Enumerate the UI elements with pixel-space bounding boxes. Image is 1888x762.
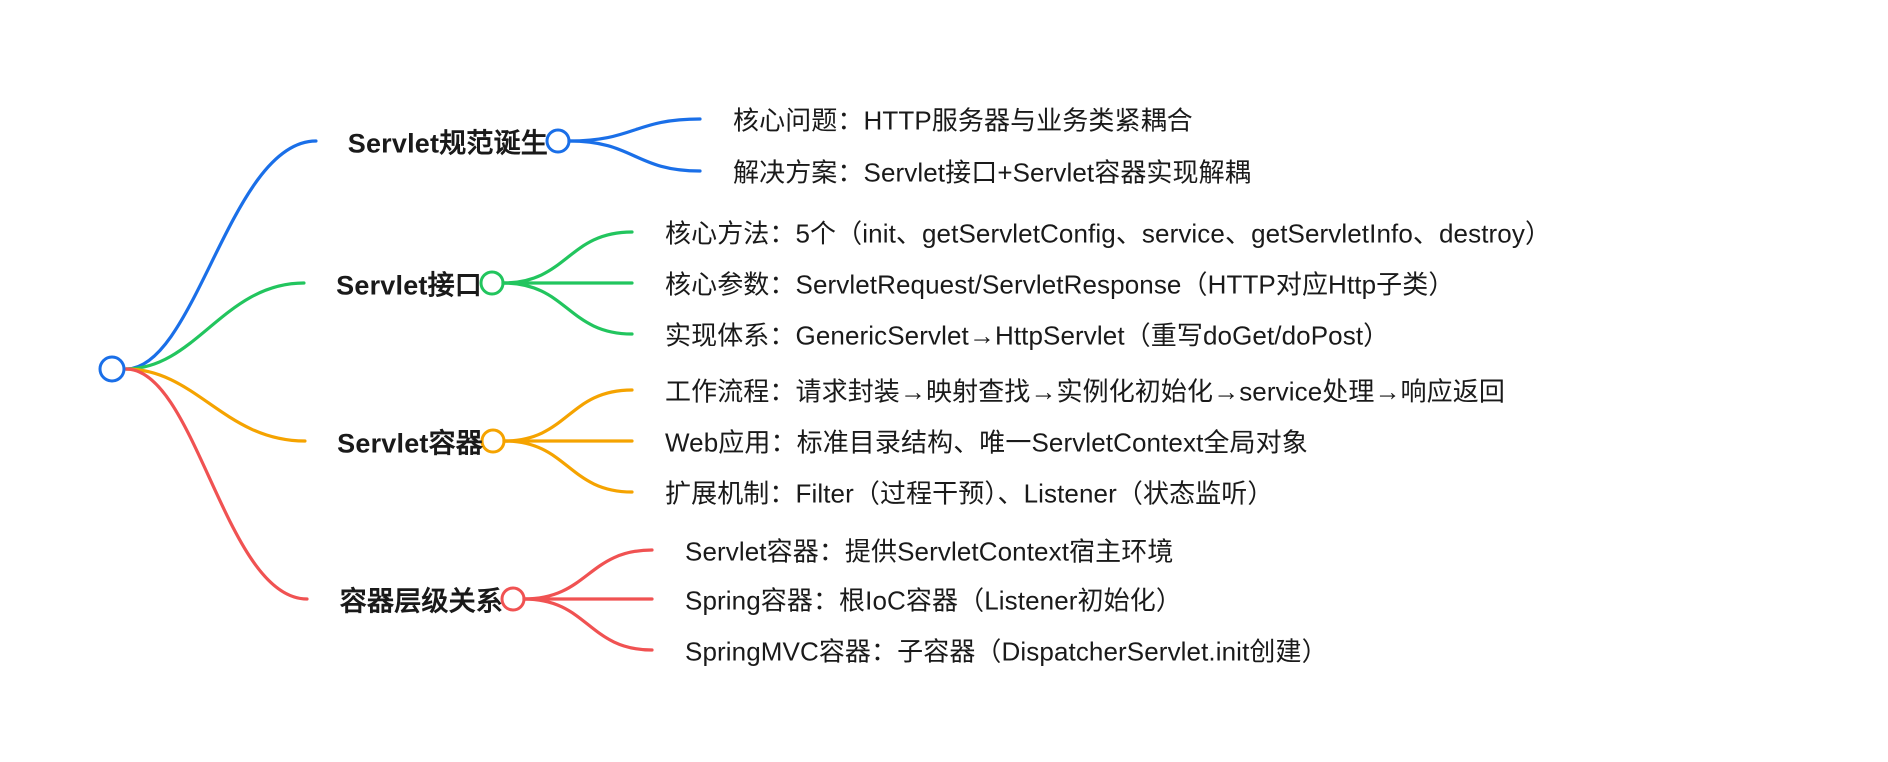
branch-label-branch-servlet-spec[interactable]: Servlet规范诞生 <box>347 128 548 159</box>
root-node[interactable] <box>98 355 126 383</box>
branch-node-branch-servlet-spec[interactable] <box>545 128 571 154</box>
leaf-edge-branch-servlet-container-2 <box>502 439 634 494</box>
leaf-label-branch-servlet-interface-2[interactable]: 实现体系：GenericServlet→HttpServlet（重写doGet/… <box>665 320 1390 351</box>
branch-node-branch-container-hierarchy[interactable] <box>500 586 526 612</box>
branch-label-branch-container-hierarchy[interactable]: 容器层级关系 <box>339 586 503 617</box>
branch-label-branch-servlet-container[interactable]: Servlet容器 <box>337 428 483 459</box>
leaf-edge-branch-servlet-interface-2 <box>501 281 634 336</box>
branch-edge-branch-servlet-spec <box>124 139 318 371</box>
branch-edge-branch-container-hierarchy <box>124 367 309 601</box>
branch-node-branch-servlet-container[interactable] <box>480 428 506 454</box>
leaf-edge-branch-servlet-spec-0 <box>567 117 702 143</box>
branch-node-branch-servlet-interface[interactable] <box>479 270 505 296</box>
leaf-label-branch-servlet-spec-1[interactable]: 解决方案：Servlet接口+Servlet容器实现解耦 <box>733 157 1251 188</box>
leaf-label-branch-container-hierarchy-1[interactable]: Spring容器：根IoC容器（Listener初始化） <box>685 585 1182 616</box>
leaf-label-branch-servlet-container-0[interactable]: 工作流程：请求封装→映射查找→实例化初始化→service处理→响应返回 <box>665 376 1505 407</box>
leaf-edge-branch-container-hierarchy-2 <box>522 597 654 652</box>
leaf-label-branch-servlet-spec-0[interactable]: 核心问题：HTTP服务器与业务类紧耦合 <box>733 105 1193 136</box>
leaf-label-branch-servlet-container-1[interactable]: Web应用：标准目录结构、唯一ServletContext全局对象 <box>665 427 1308 458</box>
branch-edge-branch-servlet-interface <box>124 281 306 371</box>
leaf-edge-branch-container-hierarchy-0 <box>522 548 654 601</box>
branch-label-branch-servlet-interface[interactable]: Servlet接口 <box>336 270 482 301</box>
leaf-label-branch-container-hierarchy-2[interactable]: SpringMVC容器：子容器（DispatcherServlet.init创建… <box>685 636 1328 667</box>
leaf-edge-branch-servlet-spec-1 <box>567 139 702 173</box>
leaf-label-branch-servlet-interface-0[interactable]: 核心方法：5个（init、getServletConfig、service、ge… <box>665 218 1552 249</box>
leaf-edge-branch-servlet-interface-0 <box>501 230 634 285</box>
leaf-edge-branch-servlet-container-0 <box>502 388 634 443</box>
branch-edge-branch-servlet-container <box>124 367 307 443</box>
leaf-label-branch-servlet-container-2[interactable]: 扩展机制：Filter（过程干预）、Listener（状态监听） <box>665 478 1274 509</box>
leaf-label-branch-container-hierarchy-0[interactable]: Servlet容器：提供ServletContext宿主环境 <box>685 536 1174 567</box>
leaf-label-branch-servlet-interface-1[interactable]: 核心参数：ServletRequest/ServletResponse（HTTP… <box>665 269 1455 300</box>
